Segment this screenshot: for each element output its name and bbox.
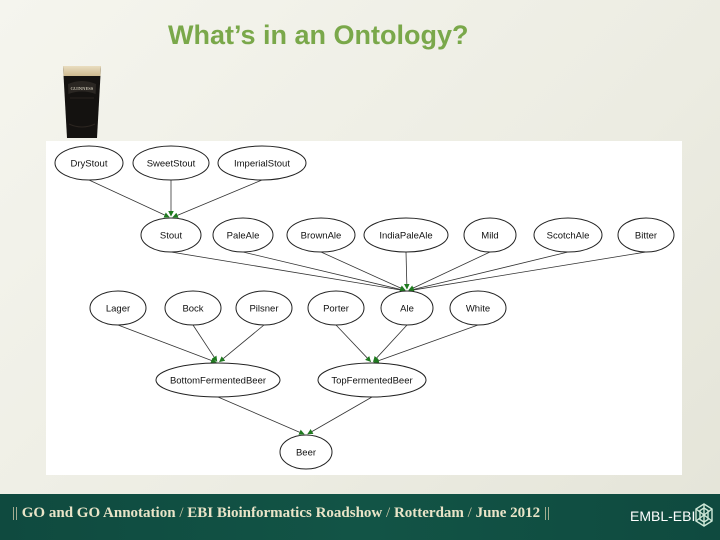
node-ellipse xyxy=(449,290,507,326)
node-ellipse xyxy=(140,217,202,253)
slide-title: What’s in an Ontology? xyxy=(168,20,469,50)
node-drystout: DryStout xyxy=(54,145,124,181)
node-label: TopFermentedBeer xyxy=(331,376,412,387)
footer-bar xyxy=(0,494,720,540)
edge-paleale-to-ale xyxy=(242,251,406,293)
node-bock: Bock xyxy=(164,290,222,326)
node-sweetstout: SweetStout xyxy=(132,145,210,181)
edge-porter-to-topfermentedbeer xyxy=(335,324,372,362)
footer-separator: || xyxy=(543,505,550,521)
node-ellipse xyxy=(89,290,147,326)
edge-white-to-topfermentedbeer xyxy=(373,324,479,364)
footer-item-date: June 2012 xyxy=(475,505,541,521)
footer-item-location: Rotterdam xyxy=(393,505,464,521)
footer-item-course: GO and GO Annotation xyxy=(21,505,176,521)
node-ellipse xyxy=(217,145,307,181)
node-ellipse xyxy=(155,362,281,398)
node-lager: Lager xyxy=(89,290,147,326)
node-indiapaleale: IndiaPaleAle xyxy=(363,217,449,253)
node-ellipse xyxy=(307,290,365,326)
node-label: SweetStout xyxy=(147,159,196,170)
node-ellipse xyxy=(279,434,333,470)
node-ellipse xyxy=(463,217,517,253)
edge-indiapaleale-to-ale xyxy=(404,251,410,290)
node-porter: Porter xyxy=(307,290,365,326)
node-imperialstout: ImperialStout xyxy=(217,145,307,181)
node-label: ImperialStout xyxy=(234,159,290,170)
node-label: Bitter xyxy=(635,231,657,242)
node-stout: Stout xyxy=(140,217,202,253)
footer-text: || GO and GO Annotation / EBI Bioinforma… xyxy=(12,505,550,522)
node-label: IndiaPaleAle xyxy=(379,231,432,242)
node-ellipse xyxy=(54,145,124,181)
edge-lager-to-bottomfermentedbeer xyxy=(117,324,217,364)
footer-separator: / xyxy=(386,505,394,521)
node-ellipse xyxy=(317,362,427,398)
node-label: BrownAle xyxy=(301,231,342,242)
node-label: Mild xyxy=(481,231,498,242)
node-label: Bock xyxy=(182,304,203,315)
edge-drystout-to-stout xyxy=(88,179,170,218)
embl-ebi-logo-icon xyxy=(695,503,713,527)
footer-item-event: EBI Bioinformatics Roadshow xyxy=(187,505,383,521)
embl-ebi-logo-text: EMBL-EBI xyxy=(630,508,696,524)
edge-topfermentedbeer-to-beer xyxy=(307,396,373,435)
node-ellipse xyxy=(380,290,434,326)
node-ellipse xyxy=(132,145,210,181)
node-pilsner: Pilsner xyxy=(235,290,293,326)
node-label: Porter xyxy=(323,304,349,315)
node-label: BottomFermentedBeer xyxy=(170,376,266,387)
node-brownale: BrownAle xyxy=(286,217,356,253)
footer-separator: / xyxy=(467,505,476,521)
node-label: Beer xyxy=(296,448,316,459)
node-ellipse xyxy=(212,217,274,253)
node-label: White xyxy=(466,304,490,315)
node-ellipse xyxy=(533,217,603,253)
edge-stout-to-ale xyxy=(170,251,406,293)
footer-separator: / xyxy=(179,505,188,521)
node-label: Lager xyxy=(106,304,130,315)
guinness-pint-image: GUINNESS xyxy=(63,66,101,138)
node-ale: Ale xyxy=(380,290,434,326)
node-white: White xyxy=(449,290,507,326)
edge-scotchale-to-ale xyxy=(408,251,569,293)
node-scotchale: ScotchAle xyxy=(533,217,603,253)
edge-brownale-to-ale xyxy=(320,251,406,291)
node-bottomfermentedbeer: BottomFermentedBeer xyxy=(155,362,281,398)
edge-imperialstout-to-stout xyxy=(172,179,263,218)
node-beer: Beer xyxy=(279,434,333,470)
node-label: Pilsner xyxy=(249,304,278,315)
node-topfermentedbeer: TopFermentedBeer xyxy=(317,362,427,398)
node-bitter: Bitter xyxy=(617,217,675,253)
node-ellipse xyxy=(235,290,293,326)
node-label: DryStout xyxy=(71,159,108,170)
edges-layer xyxy=(88,179,647,435)
footer-separator: || xyxy=(12,505,22,521)
edge-ale-to-topfermentedbeer xyxy=(372,324,408,362)
node-mild: Mild xyxy=(463,217,517,253)
edge-pilsner-to-bottomfermentedbeer xyxy=(219,324,265,363)
node-label: ScotchAle xyxy=(547,231,590,242)
node-ellipse xyxy=(363,217,449,253)
node-ellipse xyxy=(286,217,356,253)
edge-mild-to-ale xyxy=(408,251,491,291)
edge-bitter-to-ale xyxy=(408,251,647,293)
edge-bock-to-bottomfermentedbeer xyxy=(192,324,218,362)
node-ellipse xyxy=(164,290,222,326)
node-ellipse xyxy=(617,217,675,253)
edge-bottomfermentedbeer-to-beer xyxy=(217,396,305,435)
photo-label: GUINNESS xyxy=(71,86,94,91)
node-label: Ale xyxy=(400,304,414,315)
node-label: Stout xyxy=(160,231,183,242)
node-label: PaleAle xyxy=(227,231,260,242)
node-paleale: PaleAle xyxy=(212,217,274,253)
